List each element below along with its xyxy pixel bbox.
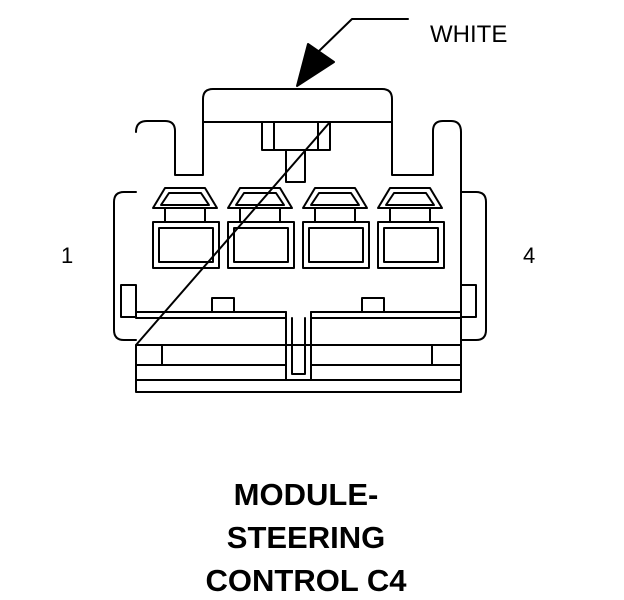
cavity-latch-inner — [160, 192, 210, 206]
cavity-latch — [227, 187, 293, 209]
cavity-latch — [377, 187, 443, 209]
title-line-1: MODULE- — [234, 477, 379, 512]
connector-base — [135, 344, 462, 393]
left-ear — [113, 191, 137, 341]
cavity-window-inner — [158, 227, 214, 263]
title-line-2: STEERING — [227, 520, 385, 555]
connector-body — [135, 120, 462, 346]
right-ear — [460, 191, 487, 341]
left-ear-slot — [120, 284, 137, 318]
rail-tab-right — [361, 297, 385, 313]
cavity-3 — [302, 187, 370, 269]
latch-tab — [261, 121, 331, 183]
cavity-window-inner — [233, 227, 289, 263]
pin-1-label: 1 — [61, 243, 73, 268]
cavity-latch-inner — [310, 192, 360, 206]
cavity-window-inner — [308, 227, 364, 263]
right-ear-slot — [460, 284, 477, 318]
cavity-latch-inner — [385, 192, 435, 206]
cavity-latch-inner — [235, 192, 285, 206]
leader-arrow — [296, 18, 409, 87]
latch-hood — [202, 88, 393, 123]
cavity-latch — [152, 187, 218, 209]
cavity-window-inner — [383, 227, 439, 263]
wire-color-label: WHITE — [430, 21, 507, 48]
center-key — [285, 311, 312, 381]
cavity-window — [227, 221, 295, 269]
cavity-window — [377, 221, 445, 269]
title-line-3: CONTROL C4 — [206, 563, 408, 598]
cavity-window — [302, 221, 370, 269]
cavity-window — [152, 221, 220, 269]
cavity-latch — [302, 187, 368, 209]
cavity-4 — [377, 187, 445, 269]
cavity-row — [152, 187, 445, 269]
pin-4-label: 4 — [523, 243, 535, 268]
lower-rail — [135, 297, 462, 381]
rail-tab-left — [211, 297, 235, 313]
cavity-1 — [152, 187, 220, 269]
cavity-2 — [227, 187, 295, 269]
